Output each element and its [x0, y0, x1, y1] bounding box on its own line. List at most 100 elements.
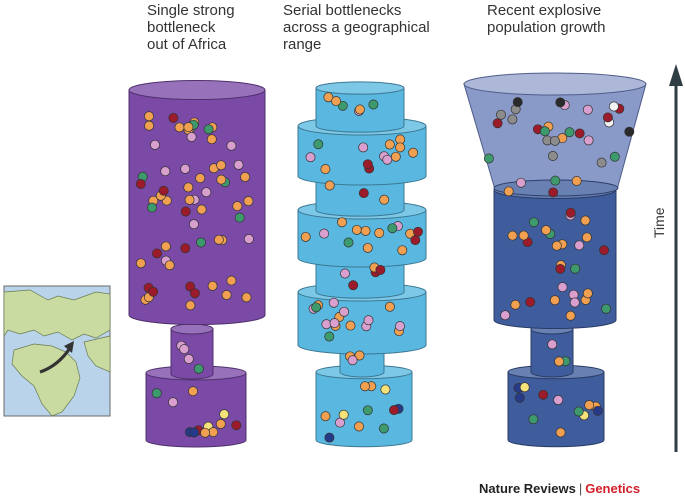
- panel2-top-dots: [323, 92, 379, 116]
- allele-dot: [609, 151, 620, 162]
- panel2-disc1-dots: [308, 297, 405, 342]
- allele-dot: [362, 159, 373, 170]
- allele-dot: [569, 297, 580, 308]
- allele-dot: [183, 122, 194, 133]
- allele-dot: [592, 405, 603, 416]
- allele-dot: [311, 302, 322, 313]
- allele-dot: [410, 235, 421, 246]
- allele-dot: [148, 286, 159, 297]
- allele-dot: [574, 128, 585, 139]
- publisher-name: Nature Reviews: [479, 481, 576, 496]
- allele-dot: [150, 139, 160, 150]
- allele-dot: [519, 382, 530, 393]
- allele-dot: [185, 281, 196, 292]
- allele-dot: [226, 275, 237, 286]
- allele-dot: [549, 295, 560, 306]
- allele-dot: [243, 234, 254, 244]
- allele-dot: [408, 147, 419, 158]
- allele-dot: [360, 225, 371, 236]
- allele-dot: [348, 280, 359, 291]
- allele-dot: [538, 389, 549, 400]
- panel2-neck1-dots: [345, 350, 365, 366]
- allele-dot: [215, 419, 226, 429]
- panel3-rim-dots: [503, 175, 582, 198]
- allele-dot: [500, 310, 511, 321]
- allele-dot: [207, 280, 218, 291]
- allele-dot: [539, 126, 550, 137]
- allele-dot: [374, 228, 385, 238]
- allele-dot: [565, 310, 576, 321]
- allele-dot: [195, 173, 206, 184]
- allele-dot: [168, 112, 179, 123]
- allele-dot: [413, 226, 423, 237]
- allele-dot: [200, 427, 211, 438]
- allele-dot: [216, 160, 227, 171]
- allele-dot: [553, 395, 564, 405]
- allele-dot: [340, 268, 350, 279]
- allele-dot: [324, 432, 335, 443]
- allele-dot: [320, 164, 331, 175]
- allele-dot: [580, 215, 591, 226]
- allele-dot: [313, 139, 324, 150]
- time-axis-label: Time: [651, 207, 667, 238]
- allele-dot: [368, 99, 379, 110]
- migration-arrow-icon: [39, 341, 74, 374]
- allele-dot: [516, 177, 526, 188]
- allele-dot: [624, 126, 635, 137]
- allele-dot: [321, 319, 332, 330]
- allele-dot: [602, 112, 613, 123]
- credit-line: Nature Reviews|Genetics: [479, 481, 640, 496]
- allele-dot: [189, 427, 200, 438]
- allele-dot: [188, 219, 199, 230]
- allele-dot: [347, 355, 358, 366]
- allele-dot: [564, 127, 575, 138]
- allele-dot: [183, 354, 194, 364]
- allele-dot: [184, 194, 195, 205]
- allele-dot: [354, 421, 364, 432]
- allele-dot: [179, 344, 190, 355]
- panel1-title: Single strong bottleneck out of Africa: [147, 2, 235, 53]
- allele-dot: [507, 230, 518, 241]
- panel1-neck-dots: [176, 340, 204, 374]
- allele-dot: [551, 240, 562, 251]
- allele-dot: [528, 414, 539, 425]
- panel3-base-dots: [513, 382, 603, 438]
- allele-dot: [188, 386, 198, 397]
- allele-dot: [196, 204, 207, 215]
- allele-dot: [362, 405, 373, 416]
- allele-dot: [596, 157, 607, 168]
- allele-dot: [547, 151, 558, 161]
- allele-dot: [226, 140, 237, 151]
- allele-dot: [554, 356, 565, 367]
- allele-dot: [571, 176, 582, 186]
- growth-neck-cylinder: [530, 323, 574, 378]
- allele-dot: [363, 315, 374, 326]
- allele-dot: [581, 232, 592, 243]
- allele-dot: [337, 100, 348, 111]
- panel1-upper-dots: [135, 111, 254, 311]
- allele-dot: [213, 234, 224, 245]
- allele-dot: [570, 263, 581, 274]
- panel3-funnel-dots: [483, 97, 635, 168]
- allele-dot: [233, 159, 244, 170]
- allele-dot: [147, 202, 157, 213]
- allele-dot: [337, 217, 347, 228]
- credit-separator: |: [578, 481, 583, 496]
- allele-dot: [152, 248, 162, 259]
- allele-dot: [234, 212, 245, 223]
- allele-dot: [358, 142, 369, 153]
- panel2-disc2-dots: [300, 217, 423, 256]
- allele-dot: [174, 122, 185, 133]
- allele-dot: [518, 230, 529, 241]
- allele-dot: [496, 109, 506, 120]
- allele-dot: [219, 409, 230, 420]
- allele-dot: [555, 97, 566, 108]
- journal-name: Genetics: [585, 481, 641, 496]
- bottleneck-neck-cylinder: [170, 323, 214, 380]
- panel2-disc3-dots: [305, 134, 419, 175]
- panel1-lower-dots: [151, 386, 242, 438]
- allele-dot: [185, 300, 196, 311]
- allele-dot: [189, 288, 200, 299]
- allele-dot: [583, 135, 594, 146]
